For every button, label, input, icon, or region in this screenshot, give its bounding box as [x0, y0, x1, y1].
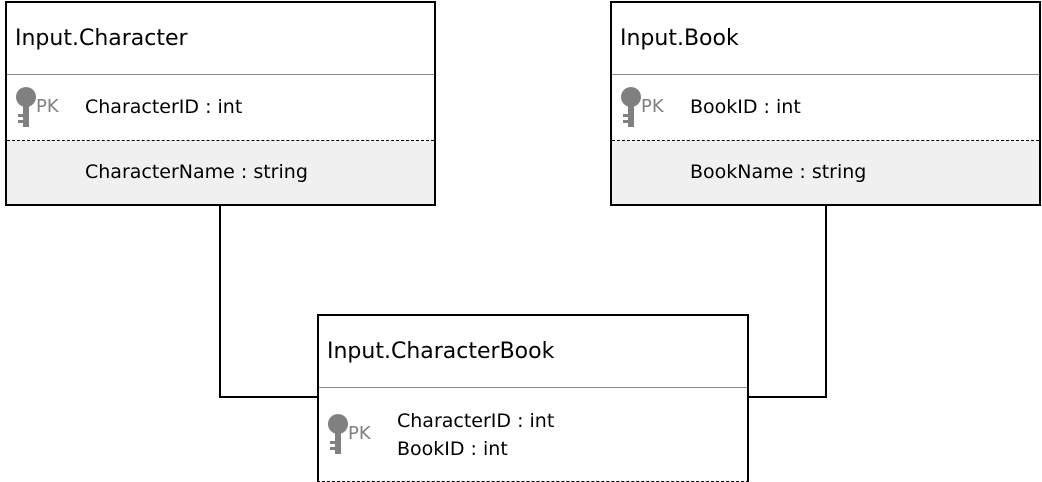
- relationship-line-character-characterbook: [219, 206, 318, 398]
- field-bookname: BookName : string: [690, 161, 867, 183]
- key-icon: [621, 87, 641, 127]
- entity-title: Input.Book: [612, 3, 1039, 75]
- entity-title: Input.Character: [7, 3, 434, 75]
- field-charactername: CharacterName : string: [85, 161, 308, 183]
- primary-key-section: PK CharacterID : int: [7, 75, 434, 141]
- field-characterid: CharacterID : int: [397, 410, 555, 432]
- primary-key-section: PK CharacterID : int BookID : int: [319, 388, 747, 480]
- pk-label: PK: [348, 423, 371, 444]
- field-bookid: BookID : int: [397, 438, 508, 460]
- entity-characterbook[interactable]: Input.CharacterBook PK CharacterID : int…: [317, 314, 749, 482]
- primary-key-section: PK BookID : int: [612, 75, 1039, 141]
- key-icon: [16, 87, 36, 127]
- pk-label: PK: [36, 96, 59, 117]
- entity-title: Input.CharacterBook: [319, 316, 747, 388]
- field-characterid: CharacterID : int: [85, 96, 243, 118]
- pk-label: PK: [641, 96, 664, 117]
- entity-book[interactable]: Input.Book PK BookID : int BookName : st…: [610, 1, 1041, 206]
- relationship-line-book-characterbook: [748, 206, 827, 398]
- key-icon: [328, 414, 348, 454]
- field-bookid: BookID : int: [690, 96, 801, 118]
- entity-character[interactable]: Input.Character PK CharacterID : int Cha…: [5, 1, 436, 206]
- attribute-section: BookName : string: [612, 141, 1039, 204]
- attribute-section: CharacterName : string: [7, 141, 434, 204]
